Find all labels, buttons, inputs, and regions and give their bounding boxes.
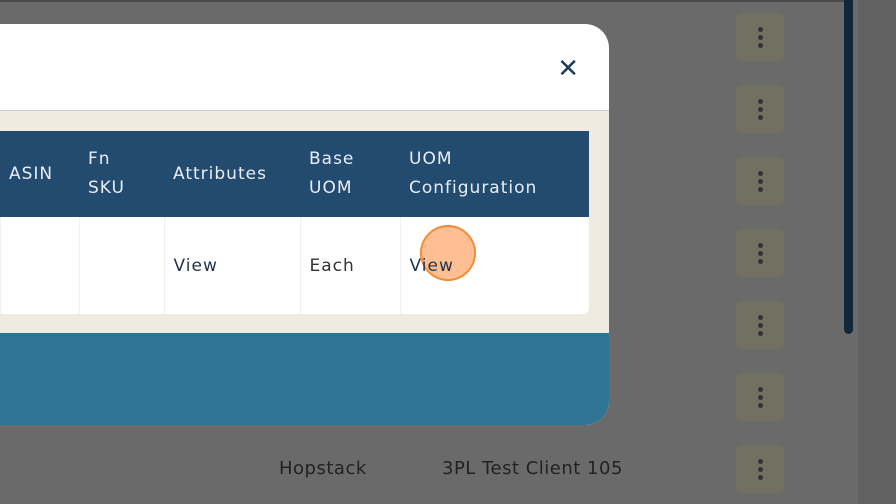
modal-header: ✕ xyxy=(0,24,609,111)
click-indicator xyxy=(420,225,476,281)
more-vertical-icon xyxy=(757,98,763,120)
cell-asin xyxy=(0,217,80,314)
row-menu-button[interactable] xyxy=(736,445,784,493)
cell-fn-sku xyxy=(79,217,165,314)
background-client-cell: 3PL Test Client 105 xyxy=(442,458,623,479)
background-side-panel xyxy=(858,0,896,504)
col-fn-sku-line2: SKU xyxy=(88,178,125,198)
row-menu-button[interactable] xyxy=(736,301,784,349)
more-vertical-icon xyxy=(757,386,763,408)
more-vertical-icon xyxy=(757,242,763,264)
close-icon[interactable]: ✕ xyxy=(557,54,579,84)
col-base-uom-line2: UOM xyxy=(309,178,353,198)
attributes-view-link[interactable]: View xyxy=(164,217,301,314)
col-base-uom-line1: Base xyxy=(309,149,355,169)
table-row: View Each View xyxy=(0,217,589,314)
more-vertical-icon xyxy=(757,458,763,480)
row-menu-button[interactable] xyxy=(736,373,784,421)
background-divider xyxy=(0,0,845,2)
more-vertical-icon xyxy=(757,314,763,336)
col-attributes: Attributes xyxy=(164,131,300,217)
more-vertical-icon xyxy=(757,26,763,48)
col-asin: ASIN xyxy=(0,131,79,217)
col-uom-configuration: UOM Configuration xyxy=(400,131,589,217)
col-uom-line2: Configuration xyxy=(409,178,538,198)
scrollbar[interactable] xyxy=(844,0,853,334)
background-provider-cell: Hopstack xyxy=(279,458,367,479)
row-menu-button[interactable] xyxy=(736,157,784,205)
col-uom-line1: UOM xyxy=(409,149,453,169)
row-menu-button[interactable] xyxy=(736,13,784,61)
modal-footer xyxy=(0,333,609,425)
row-menu-button[interactable] xyxy=(736,85,784,133)
row-menu-button[interactable] xyxy=(736,229,784,277)
more-vertical-icon xyxy=(757,170,763,192)
cell-base-uom: Each xyxy=(300,217,401,314)
uom-configuration-view-link[interactable]: View xyxy=(409,255,454,276)
col-fn-sku-line1: Fn xyxy=(88,149,111,169)
